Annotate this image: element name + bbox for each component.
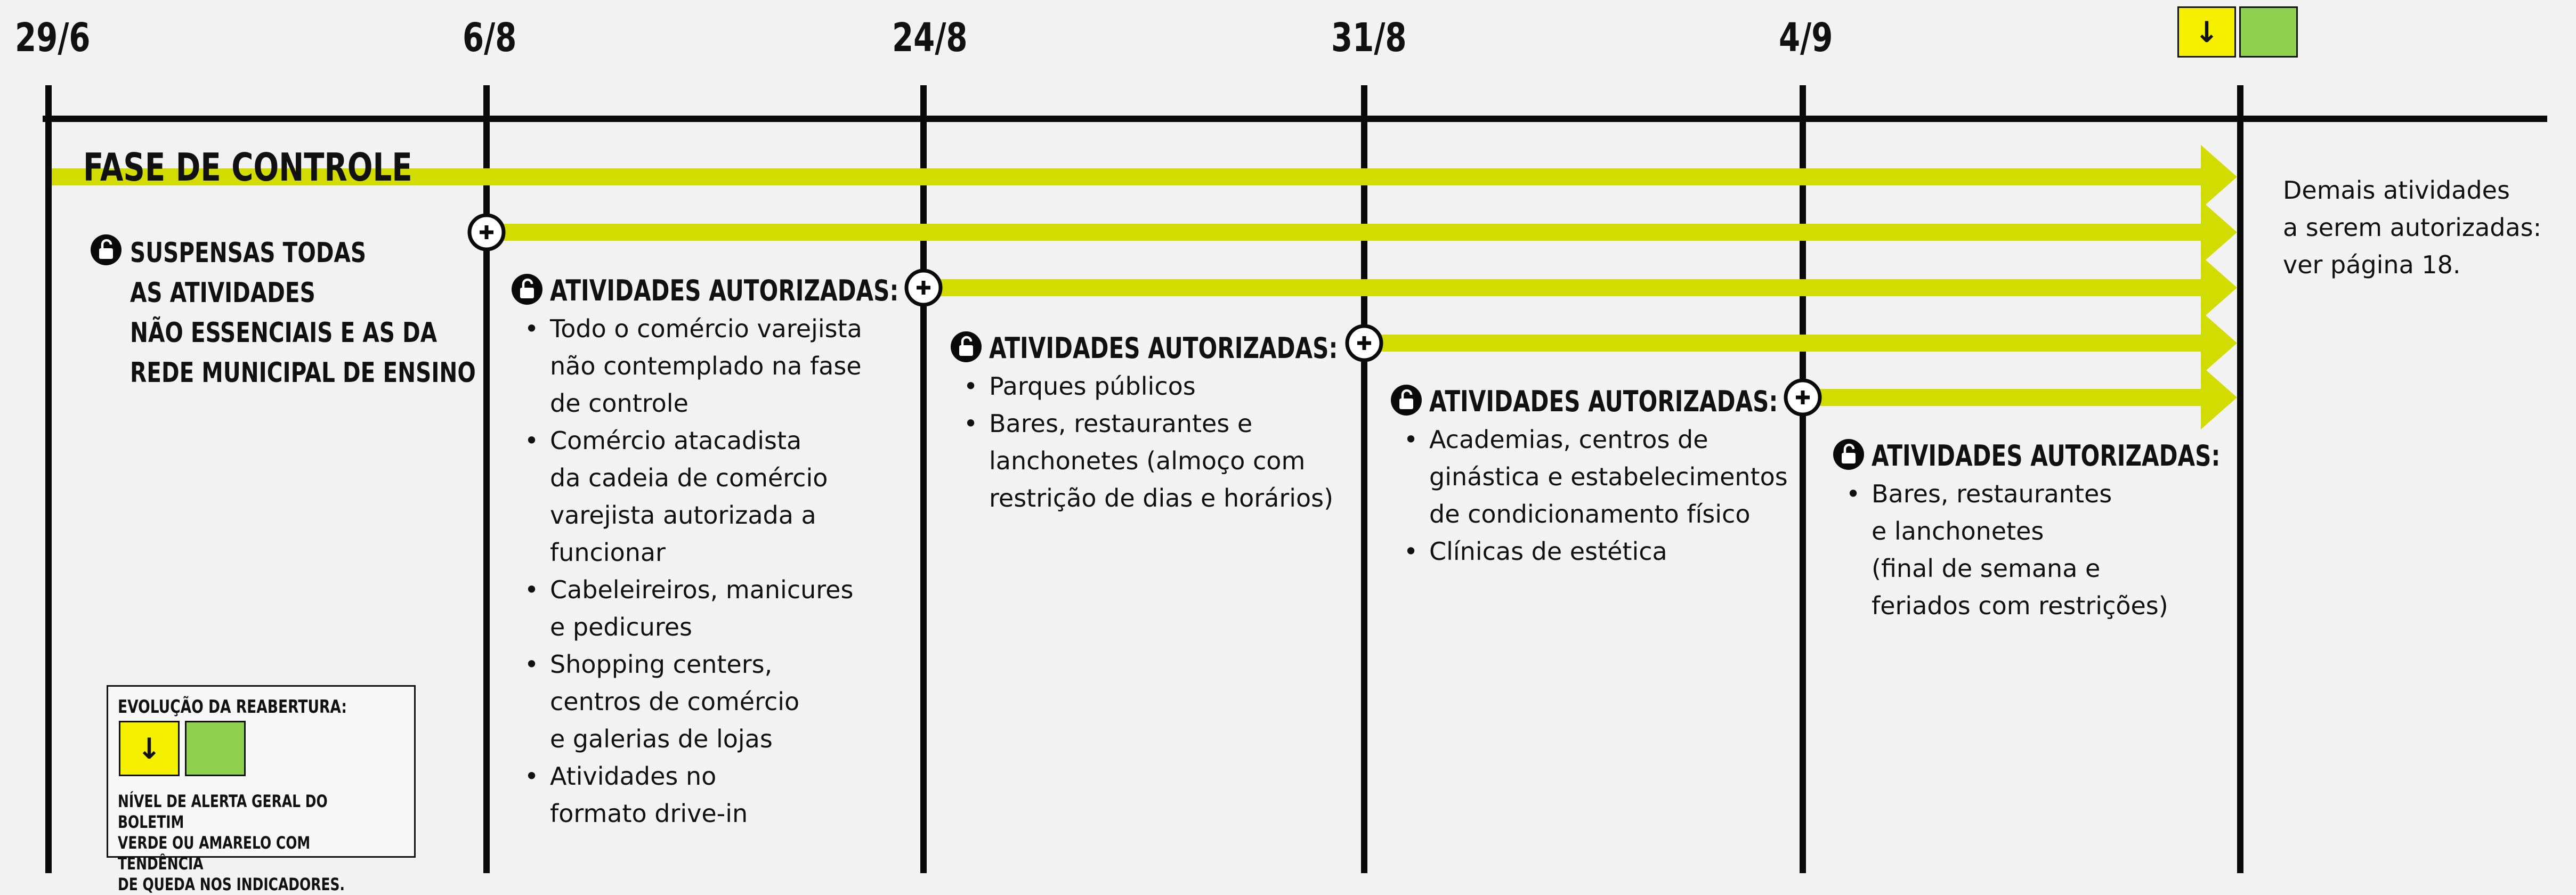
date-line-24-8 — [920, 85, 927, 873]
open-lock-icon — [1833, 439, 1864, 470]
suspended-text: SUSPENSAS TODAS AS ATIVIDADES NÃO ESSENC… — [130, 237, 476, 389]
date-line-29-6 — [45, 85, 52, 873]
arrow-bar-2 — [490, 224, 2210, 241]
date-label: 6/8 — [463, 15, 517, 61]
list-item: Clínicas de estética — [1399, 533, 1804, 570]
end-note: Demais atividades a serem autorizadas: v… — [2283, 176, 2542, 279]
alert-yellow-swatch: ↓ — [2177, 6, 2236, 58]
legend-box: EVOLUÇÃO DA REABERTURA: ↓ NÍVEL DE ALERT… — [107, 685, 416, 894]
arrow-bar-4 — [1367, 335, 2210, 352]
open-lock-icon — [951, 331, 982, 362]
plus-circle-icon — [467, 213, 506, 251]
plus-circle-icon — [1345, 324, 1383, 362]
arrow-head-3 — [2201, 256, 2237, 320]
stage-2-list: Parques públicos Bares, restaurantes e l… — [959, 368, 1364, 517]
date-label: 4/9 — [1779, 15, 1833, 61]
list-item: Parques públicos — [959, 368, 1364, 405]
arrow-bar-1 — [52, 168, 2210, 185]
legend-description: NÍVEL DE ALERTA GERAL DO BOLETIM VERDE O… — [118, 791, 345, 894]
plus-circle-icon — [904, 268, 943, 307]
timeline-axis — [43, 116, 2547, 122]
list-item: Shopping centers, centros de comércio e … — [520, 646, 914, 758]
stage-2-heading: ATIVIDADES AUTORIZADAS: — [989, 331, 1338, 365]
open-lock-icon — [512, 274, 542, 305]
stage-3-list: Academias, centros de ginástica e estabe… — [1399, 421, 1804, 570]
arrow-bar-5 — [1806, 389, 2210, 406]
list-item: Academias, centros de ginástica e estabe… — [1399, 421, 1804, 533]
arrow-bar-3 — [927, 279, 2210, 296]
date-line-6-8 — [483, 85, 490, 873]
list-item: Todo o comércio varejista não contemplad… — [520, 310, 914, 422]
stage-4-heading: ATIVIDADES AUTORIZADAS: — [1872, 439, 2221, 473]
list-item: Bares, restaurantes e lanchonetes (final… — [1842, 475, 2247, 624]
arrow-head-2 — [2201, 200, 2237, 264]
legend-yellow-swatch: ↓ — [119, 721, 180, 776]
alert-green-swatch — [2239, 6, 2298, 58]
phase-title: FASE DE CONTROLE — [83, 145, 412, 190]
legend-green-swatch — [185, 721, 246, 776]
plus-circle-icon — [1784, 378, 1822, 417]
arrow-down-icon: ↓ — [137, 731, 161, 766]
timeline-graphic — [43, 85, 2547, 873]
arrow-head-5 — [2201, 365, 2237, 429]
date-label: 29/6 — [15, 15, 91, 61]
date-label: 31/8 — [1331, 15, 1407, 61]
arrow-down-icon: ↓ — [2194, 15, 2219, 49]
arrow-head-4 — [2201, 311, 2237, 375]
open-lock-icon — [91, 234, 121, 265]
arrow-head-1 — [2201, 145, 2237, 209]
stage-3-heading: ATIVIDADES AUTORIZADAS: — [1429, 385, 1778, 418]
list-item: Cabeleireiros, manicures e pedicures — [520, 571, 914, 646]
open-lock-icon — [1391, 385, 1422, 416]
stage-4-list: Bares, restaurantes e lanchonetes (final… — [1842, 475, 2247, 624]
date-label: 24/8 — [892, 15, 968, 61]
stage-1-list: Todo o comércio varejista não contemplad… — [520, 310, 914, 832]
legend-title: EVOLUÇÃO DA REABERTURA: — [118, 696, 347, 718]
list-item: Bares, restaurantes e lanchonetes (almoç… — [959, 405, 1364, 517]
stage-1-heading: ATIVIDADES AUTORIZADAS: — [550, 274, 899, 307]
list-item: Atividades no formato drive-in — [520, 758, 914, 832]
list-item: Comércio atacadista da cadeia de comérci… — [520, 422, 914, 571]
